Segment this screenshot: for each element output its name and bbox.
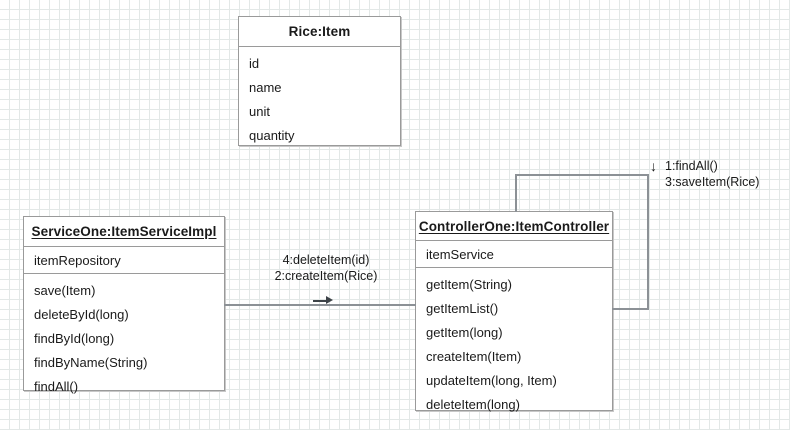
edge-label-line-2: 2:createItem(Rice) (274, 269, 378, 283)
operation-row: createItem(Item) (426, 348, 522, 364)
connector-self-top-leg (515, 174, 649, 176)
class-title-rice-item: Rice:Item (239, 17, 400, 47)
connector-self-left-leg (515, 174, 517, 212)
class-title-controller-one: ControllerOne:ItemController (416, 212, 612, 241)
attributes-compartment-rice: id name unit quantity (239, 47, 400, 147)
operation-row: save(Item) (34, 282, 96, 298)
operation-row: updateItem(long, Item) (426, 372, 557, 388)
attribute-row: name (249, 79, 282, 95)
operation-row: findById(long) (34, 330, 115, 346)
attributes-compartment-service: itemRepository (24, 247, 224, 274)
connector-service-controller (224, 304, 416, 306)
attribute-row: itemService (426, 246, 494, 262)
operation-row: getItemList() (426, 300, 499, 316)
connector-self-bottom-leg (612, 308, 649, 310)
edge-label-controller-to-service: 4:deleteItem(id) 2:createItem(Rice) (246, 252, 406, 284)
arrow-down-icon: ↓ (650, 158, 657, 174)
edge-label-line-1: 1:findAll() (665, 159, 718, 173)
attribute-row: itemRepository (34, 252, 121, 268)
attribute-row: id (249, 55, 260, 71)
uml-class-box-controller-one[interactable]: ControllerOne:ItemController itemService… (415, 211, 613, 412)
operation-row: findByName(String) (34, 354, 148, 370)
operation-row: getItem(long) (426, 324, 503, 340)
operation-row: getItem(String) (426, 276, 512, 292)
edge-label-controller-self: 1:findAll() 3:saveItem(Rice) (665, 158, 759, 190)
attributes-compartment-controller: itemService (416, 241, 612, 268)
operation-row: findAll() (34, 378, 79, 394)
arrow-right-icon (313, 300, 327, 302)
edge-label-line-1: 4:deleteItem(id) (282, 253, 370, 267)
operations-compartment-service: save(Item) deleteById(long) findById(lon… (24, 274, 224, 401)
class-title-service-one: ServiceOne:ItemServiceImpl (24, 217, 224, 247)
connector-self-right-leg (647, 174, 649, 310)
arrow-right-head-icon (326, 296, 333, 304)
attribute-row: quantity (249, 127, 295, 143)
operation-row: deleteById(long) (34, 306, 129, 322)
uml-class-box-service-one[interactable]: ServiceOne:ItemServiceImpl itemRepositor… (23, 216, 225, 394)
uml-class-box-rice-item[interactable]: Rice:Item id name unit quantity (238, 16, 401, 146)
edge-label-line-2: 3:saveItem(Rice) (665, 175, 760, 189)
operation-row: deleteItem(long) (426, 396, 520, 412)
attribute-row: unit (249, 103, 270, 119)
operations-compartment-controller: getItem(String) getItemList() getItem(lo… (416, 268, 612, 419)
